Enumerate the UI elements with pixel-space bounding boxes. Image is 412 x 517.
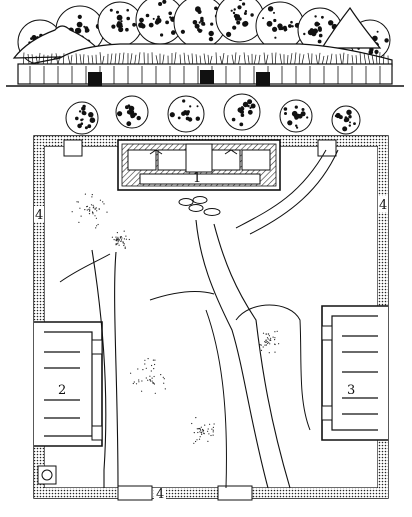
plan-tree [115, 95, 149, 129]
main-building: 1 [117, 139, 281, 191]
roof-thatch-strokes [22, 52, 389, 65]
right-hut-roof [320, 6, 382, 49]
label-east-wing: 3 [347, 383, 355, 398]
plan-tree [331, 105, 361, 135]
elevation-tree [215, 0, 265, 43]
plan-tree [167, 95, 205, 133]
stepping-stones [178, 196, 221, 216]
label-wall-east: 4 [379, 198, 387, 213]
plan-tree [279, 99, 313, 133]
plan-trees [65, 93, 361, 135]
elevation-tree [97, 1, 143, 47]
label-wall-south: 4 [156, 487, 164, 502]
elevation-posts [29, 66, 381, 84]
ground-stipple [71, 193, 280, 444]
label-main-building: 1 [193, 171, 201, 186]
west-wing: 2 [34, 321, 103, 447]
elevation-view [6, 0, 404, 87]
elevation-openings [88, 70, 270, 86]
south-gate-right [217, 485, 253, 501]
elevation-tree [135, 0, 185, 45]
plan-tree [223, 93, 261, 131]
label-west-wing: 2 [58, 383, 66, 398]
elevation-tree [255, 1, 305, 51]
main-roof [19, 43, 393, 67]
north-gate-left [63, 139, 83, 157]
plan-tree [65, 101, 99, 135]
north-gate-right [317, 139, 337, 157]
label-wall-west: 4 [35, 208, 43, 223]
courtyard-paths [59, 149, 339, 489]
well [37, 465, 57, 485]
plan-view: 1 2 [33, 93, 389, 502]
east-wing: 3 [321, 305, 388, 441]
south-gate-left [117, 485, 153, 501]
